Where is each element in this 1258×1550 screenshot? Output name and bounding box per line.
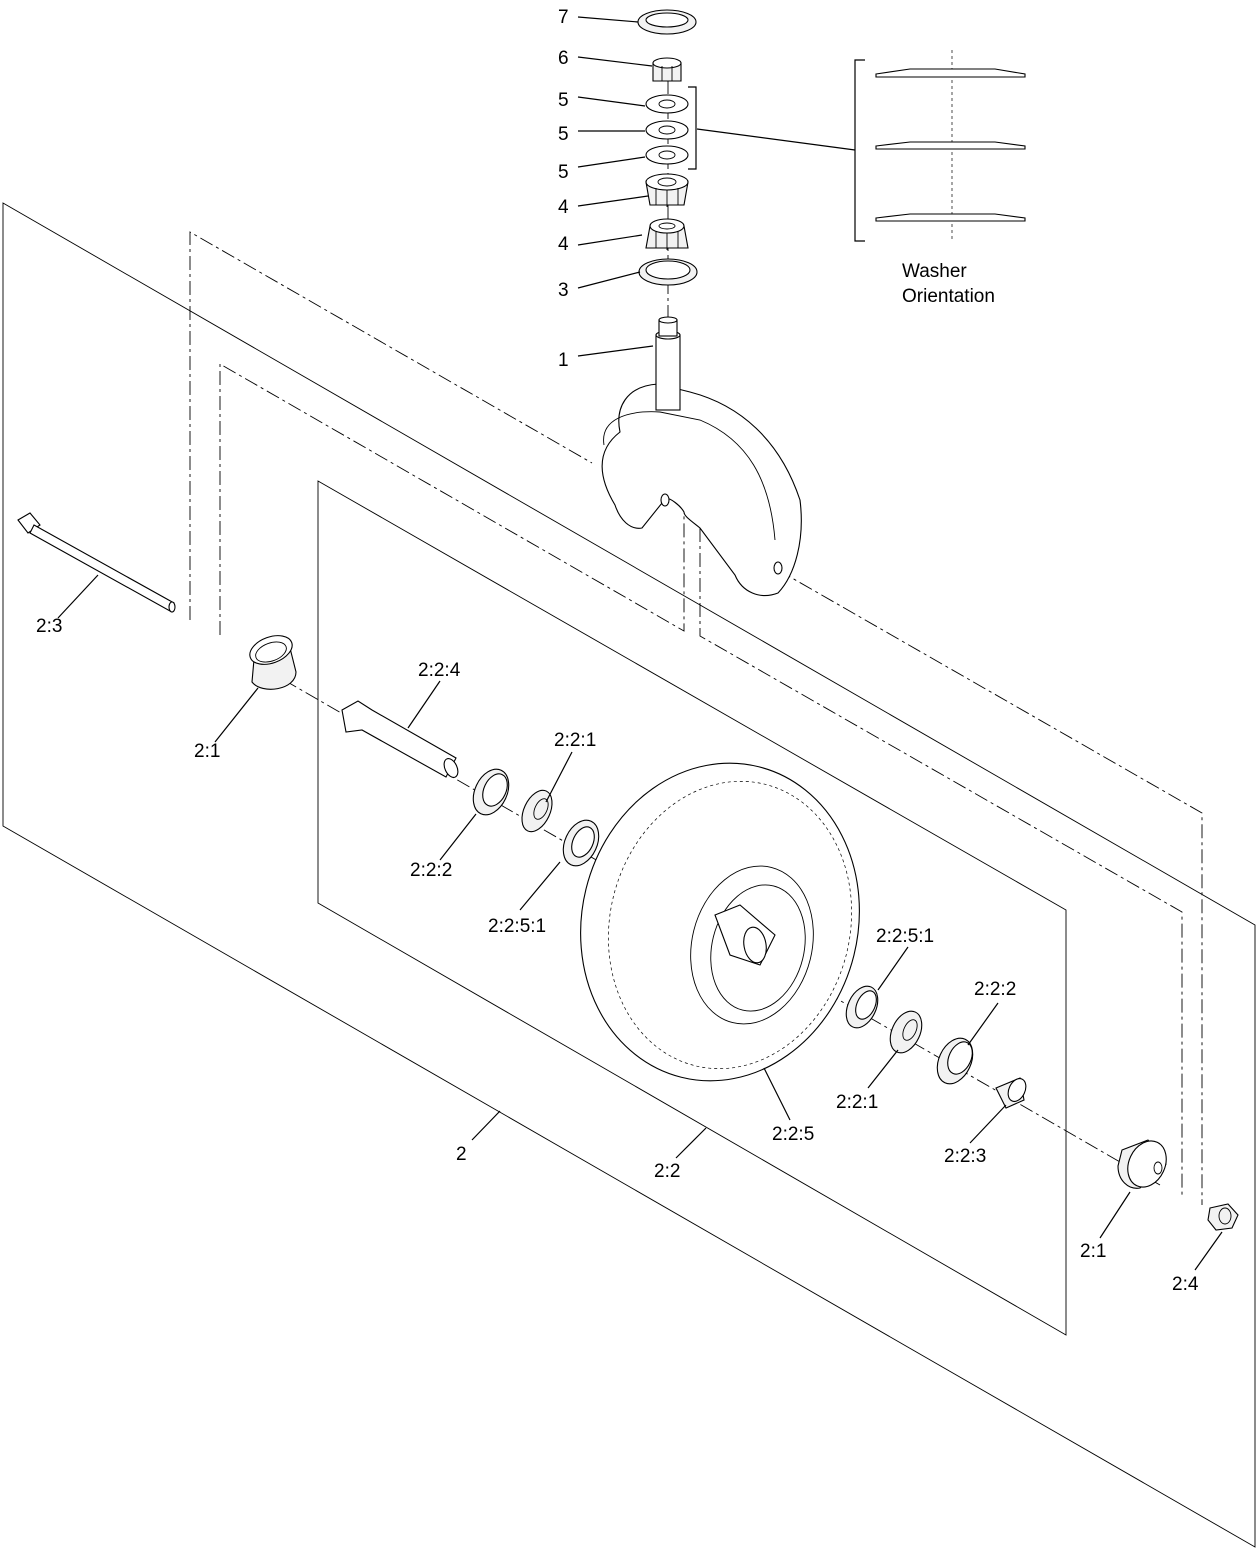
callout-2-2: 2:2 (654, 1161, 680, 1182)
washer-orientation-detail: Washer Orientation (688, 50, 1026, 307)
part-2-2-1-bearing-cone-left (521, 789, 553, 833)
part-5-washer-3 (645, 145, 689, 165)
washer-orientation-title-line2: Orientation (902, 286, 995, 307)
callout-2-2-5: 2:2:5 (772, 1124, 814, 1145)
callout-7: 7 (558, 7, 569, 28)
callout-2-2-4: 2:2:4 (418, 660, 461, 681)
washer-profile-1 (875, 68, 1026, 78)
callout-2-2-3: 2:2:3 (944, 1146, 986, 1167)
callout-4-upper: 4 (558, 197, 569, 218)
washer-profile-3 (875, 213, 1026, 222)
callout-2-2-5-1-right: 2:2:5:1 (876, 926, 934, 947)
callout-4-lower: 4 (558, 234, 569, 255)
part-6-nut (652, 57, 682, 82)
callout-5-bottom: 5 (558, 162, 569, 183)
part-5-washer-1 (645, 94, 689, 114)
part-2-2-5-1-race-left (562, 819, 600, 867)
callout-labels: 7 6 5 5 5 4 4 3 1 2:3 2:1 2:2:4 2:2:1 2:… (36, 7, 1199, 1295)
part-3-seal (638, 258, 698, 286)
leader-lines (57, 16, 1223, 1271)
callout-2-2-2-right: 2:2:2 (974, 979, 1016, 1000)
part-2-3-axle-bolt (17, 512, 176, 613)
part-4-bearing-cone-upper (645, 173, 689, 207)
callout-2-2-1-bottom: 2:2:1 (836, 1092, 878, 1113)
part-2-1-spacer-right (1117, 1139, 1167, 1189)
part-5-washer-2 (645, 120, 689, 140)
part-7-dust-cap (637, 9, 697, 35)
callout-2: 2 (456, 1144, 467, 1165)
assembly-2-frame (2, 202, 1256, 1548)
part-2-2-2-bearing-cup-left (472, 768, 510, 816)
part-2-2-3-spacer (995, 1077, 1027, 1109)
washer-profile-2 (875, 141, 1026, 150)
part-4-bearing-cone-lower (645, 218, 689, 250)
callout-2-1-right: 2:1 (1080, 1241, 1106, 1262)
part-2-2-5-1-race-right (845, 985, 879, 1029)
part-2-2-4-axle-tube (341, 700, 459, 778)
callout-5-middle: 5 (558, 124, 569, 145)
part-1-fork-spindle (601, 316, 802, 597)
part-2-1-spacer-left (249, 635, 297, 690)
callout-3: 3 (558, 280, 569, 301)
callout-2-2-1-top: 2:2:1 (554, 730, 596, 751)
callout-2-2-2-left: 2:2:2 (410, 860, 452, 881)
callout-1: 1 (558, 350, 569, 371)
callout-6: 6 (558, 48, 569, 69)
washer-orientation-title-line1: Washer (902, 261, 967, 282)
callout-2-3: 2:3 (36, 616, 62, 637)
part-2-2-5-wheel-tire (580, 762, 860, 1082)
callout-5-top: 5 (558, 90, 569, 111)
part-2-2-2-bearing-cup-right (936, 1037, 974, 1085)
callout-2-1-left: 2:1 (194, 741, 220, 762)
callout-2-4: 2:4 (1172, 1274, 1199, 1295)
assembly-2-2-frame (317, 480, 1067, 1336)
callout-2-2-5-1-left: 2:2:5:1 (488, 916, 546, 937)
part-2-2-1-bearing-cone-right (889, 1010, 923, 1054)
part-2-4-locknut (1207, 1203, 1239, 1231)
